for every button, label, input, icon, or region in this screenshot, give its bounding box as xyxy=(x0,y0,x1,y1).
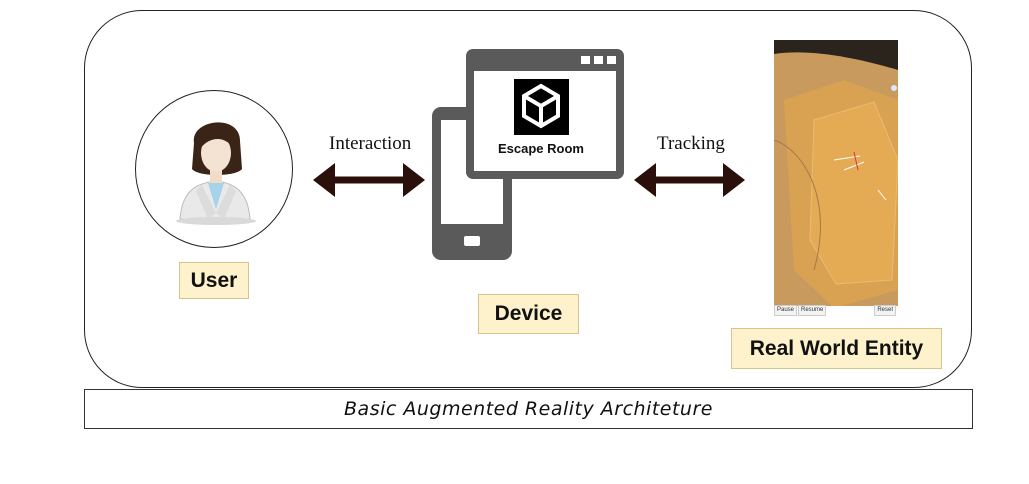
ar-tracking-overlay xyxy=(774,40,898,318)
pause-button[interactable]: Pause xyxy=(774,305,798,316)
tracking-arrow xyxy=(634,163,745,197)
entity-label: Real World Entity xyxy=(731,328,942,369)
tracking-label: Tracking xyxy=(657,133,725,154)
user-node xyxy=(135,90,293,248)
user-avatar-icon xyxy=(176,122,256,225)
ar-camera-view: Pause Resume Reset xyxy=(774,40,898,318)
unity-logo-icon xyxy=(514,79,569,135)
interaction-arrow xyxy=(313,163,425,197)
figure-caption: Basic Augmented Reality Architeture xyxy=(84,389,973,429)
interaction-label: Interaction xyxy=(329,133,412,154)
app-name: Escape Room xyxy=(498,141,584,156)
reset-button[interactable]: Reset xyxy=(874,305,896,316)
resume-button[interactable]: Resume xyxy=(798,305,827,316)
user-label: User xyxy=(179,262,249,299)
device-label: Device xyxy=(478,294,579,334)
